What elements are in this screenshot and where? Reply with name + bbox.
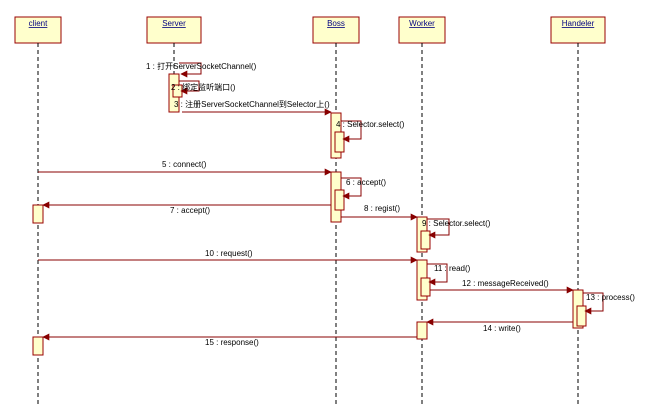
message-1-label: 1 : 打开ServerSocketChannel(): [146, 61, 257, 71]
participant-label-worker: Worker: [409, 19, 435, 28]
message-9-label: 9 : Selector.select(): [422, 219, 491, 228]
message-14: 14 : write(): [426, 318, 573, 333]
message-3: 3 : 注册ServerSocketChannel到Selector上(): [174, 99, 332, 116]
message-12: 12 : messageReceived(): [430, 279, 574, 294]
activations-layer: [32, 73, 587, 356]
message-7: 7 : accept(): [42, 201, 331, 215]
activation-client-1: [32, 204, 44, 224]
activation-boss-2: [334, 131, 345, 153]
message-6-label: 6 : accept(): [346, 178, 386, 187]
participant-box-server: [146, 16, 202, 44]
message-9: 9 : Selector.select(): [422, 218, 491, 239]
message-11-arrow: [427, 263, 448, 286]
participant-box-client: [14, 16, 62, 44]
message-6: 6 : accept(): [341, 177, 386, 200]
message-15: 15 : response(): [42, 333, 417, 347]
participant-handeler: Handeler: [550, 16, 606, 405]
message-4-arrow: [341, 120, 362, 143]
activation-worker-2: [420, 230, 431, 250]
participant-worker: Worker: [398, 16, 446, 405]
message-1-arrow: [179, 62, 202, 78]
message-9-arrow: [427, 218, 450, 239]
message-10-label: 10 : request(): [205, 249, 253, 258]
message-15-label: 15 : response(): [205, 338, 259, 347]
participant-label-server: Server: [162, 19, 186, 28]
message-14-label: 14 : write(): [483, 324, 521, 333]
message-12-label: 12 : messageReceived(): [462, 279, 549, 288]
message-8-label: 8 : regist(): [364, 204, 400, 213]
message-8: 8 : regist(): [341, 204, 418, 221]
message-13-arrow: [583, 292, 604, 315]
message-2: 2 : 绑定监听端口(): [171, 80, 236, 95]
participant-boss: Boss: [312, 16, 360, 405]
message-3-label: 3 : 注册ServerSocketChannel到Selector上(): [174, 99, 330, 109]
participant-label-client: client: [29, 19, 48, 28]
activation-boss-4: [334, 189, 345, 211]
message-1: 1 : 打开ServerSocketChannel(): [146, 61, 257, 78]
message-11: 11 : read(): [427, 263, 471, 286]
message-2-label: 2 : 绑定监听端口(): [171, 82, 236, 92]
activation-worker-4: [420, 277, 431, 297]
participant-label-handeler: Handeler: [562, 19, 595, 28]
activation-handeler-2: [576, 305, 587, 327]
participant-box-worker: [398, 16, 446, 44]
message-7-label: 7 : accept(): [170, 206, 210, 215]
message-4: 4 : Selector.select(): [336, 120, 405, 143]
message-5-label: 5 : connect(): [162, 160, 207, 169]
message-11-label: 11 : read(): [434, 264, 471, 273]
message-2-arrow: [179, 80, 200, 95]
message-10: 10 : request(): [38, 249, 418, 264]
message-13-label: 13 : process(): [586, 293, 635, 302]
message-5: 5 : connect(): [38, 160, 332, 176]
participants-layer: client Server Boss Worker Handeler: [14, 16, 606, 405]
participant-box-boss: [312, 16, 360, 44]
activation-client-2: [32, 336, 44, 356]
participant-box-handeler: [550, 16, 606, 44]
message-13: 13 : process(): [583, 292, 635, 315]
message-4-label: 4 : Selector.select(): [336, 120, 405, 129]
participant-label-boss: Boss: [327, 19, 345, 28]
message-6-arrow: [341, 177, 362, 200]
activation-worker-5: [416, 321, 428, 340]
messages-layer: 1 : 打开ServerSocketChannel() 2 : 绑定监听端口() 3…: [38, 61, 635, 347]
